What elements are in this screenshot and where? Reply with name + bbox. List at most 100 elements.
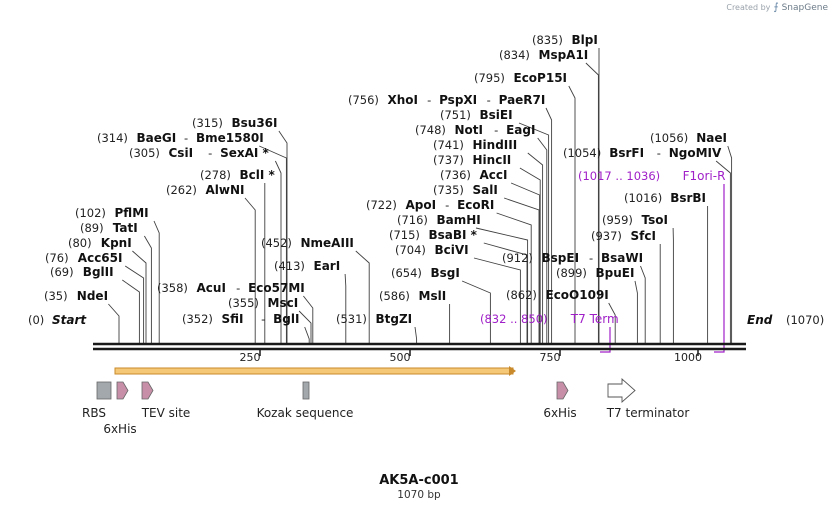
feature-shape <box>96 381 112 400</box>
enzyme-name: BsrBI <box>670 191 706 205</box>
cut-line <box>132 250 147 343</box>
map-length: 1070 bp <box>397 489 441 501</box>
enzyme-name: SfcI <box>631 229 656 243</box>
cut-line <box>483 242 528 343</box>
enzyme-position: (716) <box>397 213 428 227</box>
feature-label: 6xHis <box>103 422 136 436</box>
primer-t7-term: (832 .. 850)T7 Term <box>480 312 619 353</box>
enzyme-site-mspa1i: (834) MspA1I <box>499 48 588 62</box>
feature-label: T7 terminator <box>606 406 690 420</box>
cut-line <box>473 257 521 343</box>
enzyme-site-btgzi: (531)BtgZI <box>336 312 412 326</box>
enzyme-site-bcivi: (704)BciVI <box>395 243 469 257</box>
enzyme-name: NmeAIII <box>301 236 354 250</box>
feature-label: Kozak sequence <box>257 406 354 420</box>
cut-line <box>303 295 314 343</box>
cut-line <box>124 265 145 343</box>
enzyme-position: (452) <box>261 236 292 250</box>
enzyme-position: (80) <box>68 236 92 250</box>
enzyme-position: (862) <box>506 288 537 302</box>
enzyme-name: Bsu36I <box>232 116 278 130</box>
enzyme-name: EcoP15I <box>514 71 568 85</box>
enzyme-separator: - <box>494 123 498 137</box>
cut-line <box>519 167 541 343</box>
enzyme-separator: - <box>208 146 212 160</box>
ruler-tick-label: 1000 <box>674 351 702 364</box>
cut-line <box>496 212 532 343</box>
primer-range: (832 .. 850) <box>480 312 548 326</box>
feature-t7-terminator: T7 terminator <box>606 378 690 420</box>
enzyme-position: (358) <box>157 281 188 295</box>
cut-line <box>475 227 529 343</box>
enzyme-site-tati: (89)TatI <box>80 221 138 235</box>
enzyme-site-bsrbi: (1016)BsrBI <box>624 191 706 205</box>
enzyme-name: BsgI <box>431 266 460 280</box>
feature-tev-site: TEV site <box>141 381 191 420</box>
enzyme-position: (1054) <box>563 146 601 160</box>
enzyme-position: (722) <box>366 198 397 212</box>
enzyme-site-blpi: (835)BlpI <box>532 33 598 47</box>
primer-f1ori-r: (1017 .. 1036)F1ori-R <box>578 169 725 353</box>
enzyme-site-xhoi: (756)XhoI-PspXI-PaeR7I <box>348 93 545 107</box>
enzyme-name: EcoRI <box>457 198 494 212</box>
enzyme-name: PaeR7I <box>499 93 546 107</box>
enzyme-name: Acc65I <box>78 251 123 265</box>
enzyme-name: BaeGI <box>137 131 177 145</box>
enzyme-site-bsiei: (751)BsiEI <box>440 108 513 122</box>
feature-label: TEV site <box>141 406 191 420</box>
ruler-tick-label: 750 <box>540 351 561 364</box>
enzyme-position: (834) <box>499 48 530 62</box>
cut-line <box>304 326 310 343</box>
enzyme-name: XhoI <box>388 93 419 107</box>
enzyme-name: AccI <box>480 168 508 182</box>
ruler-tick-label: 500 <box>390 351 411 364</box>
snapgene-watermark: Created by ⨍ SnapGene <box>726 2 828 13</box>
enzyme-site-tsoi: (959)TsoI <box>602 213 668 227</box>
enzyme-site-sfci: (937)SfcI <box>591 229 656 243</box>
map-title: AK5A-c001 <box>379 473 458 488</box>
enzyme-site-noti: (748)NotI-EagI <box>415 123 535 137</box>
enzyme-name: BpuEI <box>596 266 635 280</box>
enzyme-name: BlpI <box>572 33 598 47</box>
enzyme-name: SfiI <box>222 312 244 326</box>
enzyme-name: Eco57MI <box>248 281 305 295</box>
enzyme-separator: - <box>589 251 593 265</box>
cut-line <box>344 273 347 343</box>
feature-shape <box>302 381 310 400</box>
enzyme-site-naei: (1056) NaeI <box>650 131 727 145</box>
cut-line <box>608 302 616 343</box>
enzyme-site-acc65i: (76)Acc65I <box>45 251 122 265</box>
end-position: (1070) <box>786 313 824 327</box>
cut-line <box>144 235 152 343</box>
cut-line <box>510 182 541 343</box>
cut-line <box>634 280 638 343</box>
enzyme-position: (531) <box>336 312 367 326</box>
enzyme-name: NaeI <box>696 131 727 145</box>
enzyme-position: (736) <box>440 168 471 182</box>
enzyme-separator: - <box>445 198 449 212</box>
cut-line <box>715 160 731 343</box>
enzyme-name: PspXI <box>439 93 477 107</box>
enzyme-site-ndei: (35)NdeI <box>44 289 108 303</box>
enzyme-site-bcli: (278)BclI * <box>200 168 276 182</box>
enzyme-separator: - <box>261 312 265 326</box>
enzyme-name: HincII <box>473 153 512 167</box>
cut-line <box>244 197 256 343</box>
enzyme-name: HindIII <box>473 138 518 152</box>
enzyme-name: MspA1I <box>539 48 589 62</box>
enzyme-site-alwni: (262)AlwNI <box>166 183 245 197</box>
enzyme-name: BclI * <box>240 168 276 182</box>
enzyme-position: (1056) <box>650 131 688 145</box>
cut-line <box>298 310 312 343</box>
snapgene-logo-icon: ⨍ <box>773 2 779 13</box>
enzyme-name: TsoI <box>642 213 668 227</box>
primers: (832 .. 850)T7 Term(1017 .. 1036)F1ori-R <box>480 169 725 353</box>
enzyme-site-msli: (586)MslI <box>379 289 446 303</box>
enzyme-name: AcuI <box>197 281 226 295</box>
orf-arrow <box>114 366 516 376</box>
enzyme-name: BglII <box>83 265 114 279</box>
cut-line <box>568 85 576 343</box>
cut-line <box>122 279 140 343</box>
ruler-tick-label: 250 <box>240 351 261 364</box>
